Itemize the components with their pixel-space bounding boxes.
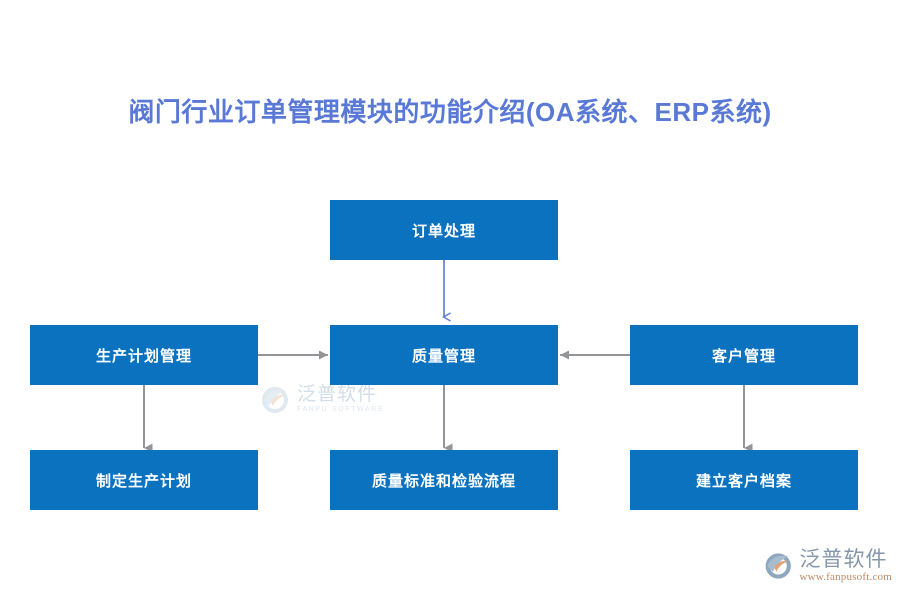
flow-node-label: 生产计划管理 <box>95 347 192 365</box>
flow-node-make-production-plan[interactable]: 制定生产计划 <box>30 450 258 510</box>
flow-node-production-plan-mgmt[interactable]: 生产计划管理 <box>30 325 258 385</box>
watermark-brand-cn: 泛普软件 <box>297 384 378 405</box>
flow-node-label: 制定生产计划 <box>95 472 192 490</box>
flow-node-customer-file[interactable]: 建立客户档案 <box>630 450 858 510</box>
brand-url: www.fanpusoft.com <box>799 571 892 583</box>
brand-logo-bottom-right: 泛普软件 www.fanpusoft.com <box>762 542 892 590</box>
fanpu-logo-icon <box>765 553 791 579</box>
brand-name-cn: 泛普软件 <box>799 548 888 571</box>
flow-node-label: 质量标准和检验流程 <box>371 472 516 490</box>
flow-node-label: 建立客户档案 <box>695 472 792 490</box>
page-title: 阀门行业订单管理模块的功能介绍(OA系统、ERP系统) <box>128 97 772 127</box>
watermark-brand-en: FANPU SOFTWARE <box>297 406 385 413</box>
flow-node-label: 客户管理 <box>711 347 776 365</box>
flow-node-quality-mgmt[interactable]: 质量管理 <box>330 325 558 385</box>
watermark-center: 泛普软件 FANPU SOFTWARE <box>258 378 386 422</box>
flow-node-order-processing[interactable]: 订单处理 <box>330 200 558 260</box>
flow-node-customer-mgmt[interactable]: 客户管理 <box>630 325 858 385</box>
flow-node-label: 质量管理 <box>411 347 476 365</box>
flow-node-label: 订单处理 <box>411 222 476 240</box>
fanpu-logo-icon <box>262 387 288 413</box>
flow-node-quality-standard[interactable]: 质量标准和检验流程 <box>330 450 558 510</box>
